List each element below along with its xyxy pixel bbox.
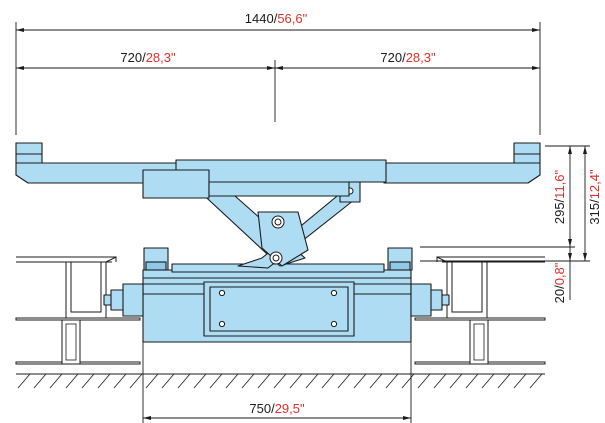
ground (15, 317, 546, 389)
half-width-right-label: 720/28,3" (380, 50, 436, 65)
half-width-left-label: 720/28,3" (120, 50, 176, 65)
top-beam (15, 142, 541, 199)
scissor-mechanism (195, 179, 361, 269)
dimension-lines (15, 22, 590, 423)
rail-right (427, 256, 545, 319)
min-height-label: 20/0,8" (552, 262, 567, 303)
base-carriage (122, 247, 432, 343)
overall-width-label: 1440/56,6" (245, 11, 308, 26)
rail-left (16, 256, 126, 319)
base-width-label: 750/29,5" (249, 401, 305, 416)
total-height-label: 315/12,4" (587, 169, 602, 225)
lift-height-label: 295/11,6" (552, 169, 567, 224)
